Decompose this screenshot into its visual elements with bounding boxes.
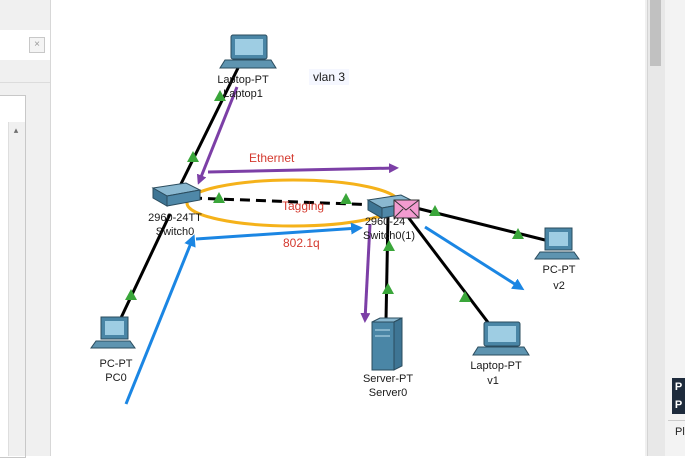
device-type-label: PC-PT [99, 358, 133, 370]
side-panel-button[interactable]: P [672, 396, 685, 414]
device-type-label: PC-PT [542, 264, 576, 276]
vertical-scrollbar[interactable] [647, 0, 665, 456]
arrow-to-v2 [424, 225, 525, 291]
left-panel-toolbar [0, 60, 50, 83]
scrollbar[interactable] [8, 122, 25, 456]
link-up-icon [125, 289, 137, 300]
device-type-label: Laptop-PT [470, 360, 522, 372]
laptop-icon[interactable] [472, 321, 530, 356]
cable-laptop1-switch0[interactable] [176, 67, 240, 191]
link-up-icon [383, 240, 395, 251]
ethernet-label: Ethernet [249, 151, 295, 165]
switch-icon[interactable] [151, 182, 202, 207]
topology-canvas[interactable] [0, 0, 645, 456]
laptop-icon[interactable] [219, 34, 277, 69]
device-type-label: 2960-24TT [148, 212, 202, 224]
device-name-label: PC0 [105, 372, 127, 384]
cable-pc0-switch0[interactable] [118, 213, 172, 321]
dot1q-label: 802.1q [283, 236, 320, 250]
link-up-icon [382, 283, 394, 294]
tagging-label: Tagging [282, 199, 325, 213]
link-lights [125, 90, 524, 302]
arrow-switch-to-server [360, 223, 372, 323]
arrow-pc-to-switch [124, 234, 196, 405]
envelope-icon[interactable] [393, 199, 420, 219]
device-name-label: Laptop1 [223, 88, 263, 100]
side-panel-button[interactable]: P [672, 378, 685, 396]
arrow-ethernet [207, 163, 399, 174]
cable-switch-server0[interactable] [384, 214, 390, 321]
device-type-label: 2960-24 [364, 216, 406, 228]
vlan-note[interactable]: vlan 3 [309, 69, 350, 85]
scrollbar-thumb[interactable] [650, 0, 661, 66]
link-up-icon [213, 192, 225, 203]
link-up-icon [187, 151, 199, 162]
device-type-label: Server-PT [362, 373, 414, 385]
device-name-label: v1 [487, 375, 499, 387]
link-up-icon [429, 205, 441, 216]
device-name-label: Server0 [368, 387, 408, 399]
arrow-802-1q [195, 222, 363, 241]
scroll-up-icon[interactable]: ▴ [13, 125, 19, 135]
device-name-label: v2 [553, 280, 565, 292]
arrow-laptop-to-switch [196, 86, 239, 185]
left-panel: × ▴ [0, 0, 51, 458]
link-up-icon [214, 90, 226, 101]
pc-icon[interactable] [90, 316, 136, 349]
device-name-label: Switch0(1) [363, 230, 415, 242]
divider [668, 420, 685, 421]
link-up-icon [459, 291, 471, 302]
device-name-label: Switch0 [155, 226, 195, 238]
link-up-icon [340, 193, 352, 204]
pc-icon[interactable] [534, 227, 580, 260]
close-icon[interactable]: × [29, 37, 45, 53]
side-panel [665, 0, 685, 456]
device-type-label: Laptop-PT [217, 74, 269, 86]
server-icon[interactable] [371, 317, 403, 371]
side-panel-label: Pla [675, 426, 685, 438]
link-up-icon [512, 228, 524, 239]
cable-switch-v1[interactable] [403, 212, 492, 326]
